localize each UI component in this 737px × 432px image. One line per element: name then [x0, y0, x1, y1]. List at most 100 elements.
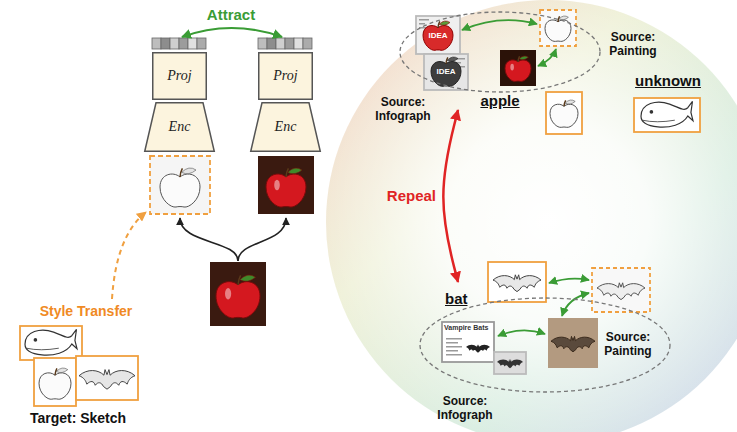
apple-body: [505, 60, 531, 81]
apple-picture: [266, 168, 306, 207]
attract-arrow: [538, 49, 556, 66]
bat-picture: [466, 344, 490, 352]
sphere-glow: [326, 0, 737, 432]
whale-belly: [26, 348, 59, 350]
embedded-text: Vampire Bats: [444, 323, 492, 332]
bat-body: [497, 359, 523, 368]
whale-body: [641, 101, 693, 127]
sketch-image: [20, 326, 82, 360]
apple-leaf: [447, 57, 458, 61]
apple-picture: [39, 368, 71, 399]
infograph-image: [424, 54, 468, 90]
text-line-mark: [419, 19, 429, 21]
bat-body: [79, 370, 135, 390]
bat-picture: [79, 370, 135, 390]
apple-highlight: [510, 64, 514, 71]
feature-cell: [161, 38, 170, 49]
text-line-mark: [446, 346, 462, 348]
encoder-block: Enc: [144, 102, 215, 152]
process-label: Style Transfer: [30, 303, 142, 320]
apple-picture: [431, 57, 461, 86]
apple-leaf: [519, 56, 528, 60]
apple-leaf: [240, 275, 256, 281]
source-label: Source: Infograph: [370, 95, 436, 123]
apple-body: [431, 62, 461, 87]
infograph-image: [416, 16, 460, 54]
feature-cell: [197, 38, 206, 49]
painting-image: [500, 50, 536, 86]
encoder-block: Enc: [250, 102, 321, 152]
domain-label: Target: Sketch: [18, 410, 138, 427]
source-label: Source: Painting: [600, 330, 656, 358]
text-line-mark: [446, 338, 462, 340]
apple-leaf: [439, 21, 450, 25]
painting-image: [548, 318, 598, 368]
class-name: unknown: [632, 72, 704, 90]
sketch-image: [546, 92, 582, 134]
apple-body: [550, 104, 578, 127]
feature-cell: [267, 38, 276, 49]
sketch-image: [488, 262, 546, 302]
apple-leaf: [56, 368, 68, 373]
apple-picture: [545, 16, 571, 41]
sketch-image: [34, 358, 76, 406]
bat-picture: [551, 336, 595, 351]
infograph-image: [442, 322, 494, 362]
photo-image: [494, 352, 526, 374]
module-name: Proj: [273, 68, 297, 84]
apple-body: [423, 26, 453, 51]
relation-label: Repeal: [370, 187, 436, 205]
apple-highlight: [274, 180, 280, 190]
whale-picture: [641, 101, 693, 127]
sketch-image: [76, 356, 138, 400]
apple-body: [160, 174, 200, 207]
apple-body: [545, 20, 571, 41]
cluster-outline: [400, 12, 600, 92]
class-cluster: apple: [398, 8, 602, 110]
transferred-image: [592, 268, 650, 312]
bat-picture: [597, 283, 645, 300]
feature-cell: [303, 38, 312, 49]
trapezoid-outline: [251, 103, 321, 152]
source-label: Source: Infograph: [430, 394, 500, 422]
embedding-sphere: [326, 0, 737, 432]
class-name: apple: [480, 92, 519, 110]
feature-cell: [188, 38, 197, 49]
input-arrow: [238, 218, 286, 261]
feature-cell: [294, 38, 303, 49]
text-line-mark: [446, 350, 458, 352]
apple-leaf: [182, 168, 196, 174]
box-outline: [153, 53, 207, 100]
repel-connector: [443, 110, 458, 282]
module-name: Enc: [169, 119, 191, 135]
apple-body: [39, 373, 71, 399]
source-label: Source: Painting: [604, 30, 662, 58]
bat-picture: [493, 275, 541, 292]
apple-body: [266, 174, 306, 207]
transferred-image: [150, 156, 210, 214]
feature-cell: [285, 38, 294, 49]
painting-image: [210, 262, 266, 326]
input-arrow: [180, 218, 238, 261]
apple-picture: [160, 168, 200, 207]
feature-cell: [276, 38, 285, 49]
attract-arrow: [562, 293, 589, 316]
apple-leaf: [288, 168, 302, 174]
attract-arrow: [498, 330, 545, 336]
apple-picture: [423, 21, 453, 50]
cluster-outline: [420, 298, 670, 392]
feature-cell: [258, 38, 267, 49]
module-name: Proj: [167, 68, 191, 84]
transferred-image: [540, 10, 576, 46]
projection-head: Proj: [258, 52, 313, 100]
whale-body: [25, 329, 77, 355]
text-line-mark: [446, 354, 462, 356]
apple-picture: [550, 100, 578, 127]
apple-picture: [216, 275, 260, 318]
embedded-text: IDEA: [422, 31, 454, 41]
box-outline: [259, 53, 313, 100]
trapezoid-outline: [145, 103, 215, 152]
class-name: bat: [445, 290, 468, 308]
